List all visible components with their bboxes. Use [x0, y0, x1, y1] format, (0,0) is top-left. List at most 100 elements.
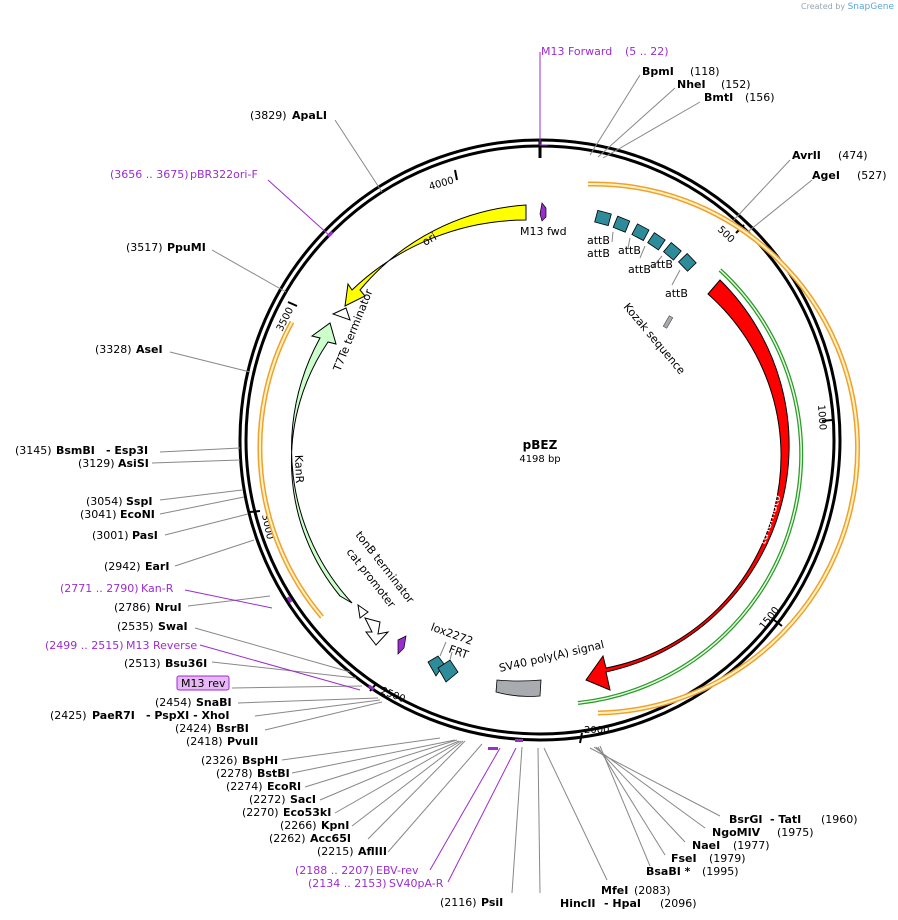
- site-label: EcoNI: [120, 508, 155, 521]
- site-position: (3041): [80, 508, 117, 521]
- primer-name: Kan-R: [141, 582, 174, 595]
- site-label: HincII: [560, 897, 596, 910]
- site-label: NaeI: [692, 839, 720, 852]
- site-label: BsrBI: [216, 722, 249, 735]
- tick-1000: 1000: [815, 404, 828, 430]
- site-label: AvrII: [792, 149, 821, 162]
- ori-label: ori: [420, 230, 439, 248]
- leader-lines: [151, 74, 813, 894]
- cat-promoter-arrow: [364, 617, 390, 646]
- site-position: (2262): [269, 832, 306, 845]
- site-label: EarI: [145, 560, 169, 573]
- site-position: (2513): [124, 657, 161, 670]
- site-position: (3517): [126, 241, 163, 254]
- primer-range: (2188 .. 2207): [295, 864, 374, 877]
- site-position: (2326): [201, 754, 238, 767]
- site-label: PasI: [132, 529, 158, 542]
- attb-label: attB: [618, 244, 641, 257]
- site-position: (2116): [440, 896, 477, 909]
- m13-rev-tag: M13 rev: [176, 675, 230, 691]
- site-position: (1995): [702, 865, 739, 878]
- site-position: (3829): [250, 109, 287, 122]
- site-label: BstBI: [257, 767, 290, 780]
- m13-fwd-label: M13 fwd: [520, 225, 567, 238]
- plasmid-size: 4198 bp: [519, 454, 560, 465]
- site-label-extra: - HpaI: [604, 897, 641, 910]
- attb-label: attB: [628, 263, 651, 276]
- site-label-extra: - Esp3I: [106, 444, 148, 457]
- attb-label: attB: [650, 258, 673, 271]
- site-position: (1979): [709, 852, 746, 865]
- site-position: (527): [857, 169, 887, 182]
- site-position: (1975): [777, 826, 814, 839]
- site-position: (474): [838, 149, 868, 162]
- tick-500: 500: [715, 224, 736, 245]
- site-label: Eco53kI: [283, 806, 331, 819]
- site-label: BsrGI: [729, 813, 762, 826]
- tick-1500: 1500: [758, 605, 782, 632]
- sites-left: (3829) ApaLI (3656 .. 3675) pBR322ori-F …: [15, 109, 503, 909]
- site-position: (2274): [226, 780, 263, 793]
- m13-fwd-feature: [539, 202, 547, 222]
- snapgene-credit: Created by SnapGene: [801, 2, 894, 12]
- kanr-feature: [290, 322, 353, 604]
- sv40-polya-label: SV40 poly(A) signal: [498, 638, 606, 675]
- site-label: SspI: [126, 495, 152, 508]
- site-label-extra: - PspXI - XhoI: [146, 709, 229, 722]
- site-label: NgoMIV: [712, 826, 761, 839]
- site-position: (2278): [216, 767, 253, 780]
- site-position: (2454): [155, 696, 192, 709]
- ori-feature: [344, 204, 527, 307]
- site-label: BspHI: [242, 754, 278, 767]
- kozak-feature: [662, 315, 674, 329]
- primer-range: (2499 .. 2515): [45, 639, 124, 652]
- site-position: (1960): [821, 813, 858, 826]
- site-label-extra: - TatI: [770, 813, 801, 826]
- site-position: (2425): [50, 709, 87, 722]
- site-label: FseI: [671, 852, 697, 865]
- lox-leader: [439, 641, 447, 657]
- site-label: EcoRI: [267, 780, 301, 793]
- primer-range: (2134 .. 2153): [308, 877, 387, 890]
- orf-track-left-inner: [258, 321, 323, 618]
- attb-sites: [594, 209, 697, 272]
- attb-label: attB: [587, 247, 610, 260]
- orf-track-green-inner: [577, 269, 802, 704]
- site-position: (152): [721, 78, 751, 91]
- site-position: (2272): [249, 793, 286, 806]
- site-label: BsaBI *: [646, 865, 691, 878]
- tonb-arrow: [357, 603, 369, 619]
- orf-track-green: [577, 268, 804, 705]
- site-label: BpmI: [642, 65, 674, 78]
- site-position: (2215): [317, 845, 354, 858]
- site-label: PsiI: [481, 896, 503, 909]
- site-label: Bsu36I: [165, 657, 207, 670]
- site-position: (2786): [114, 601, 151, 614]
- credit-brand: SnapGene: [847, 2, 894, 12]
- site-label: SacI: [290, 793, 316, 806]
- primer-name: EBV-rev: [376, 864, 419, 877]
- site-label: PvuII: [227, 735, 258, 748]
- tdtomato-feature: [585, 279, 790, 691]
- site-label: MfeI: [601, 884, 628, 897]
- t7te-arrow: [331, 307, 351, 321]
- primer-m13-forward-name: M13 Forward: [541, 45, 612, 58]
- primer-name: pBR322ori-F: [190, 168, 258, 181]
- site-label: PpuMI: [167, 241, 206, 254]
- site-position: (2942): [104, 560, 141, 573]
- site-position: (3328): [95, 343, 132, 356]
- attb-labels: attB attB attB attB attB attB: [587, 234, 688, 300]
- site-position: (2083): [634, 884, 671, 897]
- kanr-label: KanR: [292, 455, 306, 484]
- site-position: (3129): [78, 457, 115, 470]
- site-label: NruI: [155, 601, 182, 614]
- site-position: (3001): [92, 529, 129, 542]
- site-label: Acc65I: [310, 832, 351, 845]
- site-position: (2266): [280, 819, 317, 832]
- site-position: (3145): [15, 444, 52, 457]
- site-position: (2096): [660, 897, 697, 910]
- primer-marks: [286, 231, 523, 750]
- primer-name: SV40pA-R: [389, 877, 444, 890]
- site-label: AsiSI: [118, 457, 149, 470]
